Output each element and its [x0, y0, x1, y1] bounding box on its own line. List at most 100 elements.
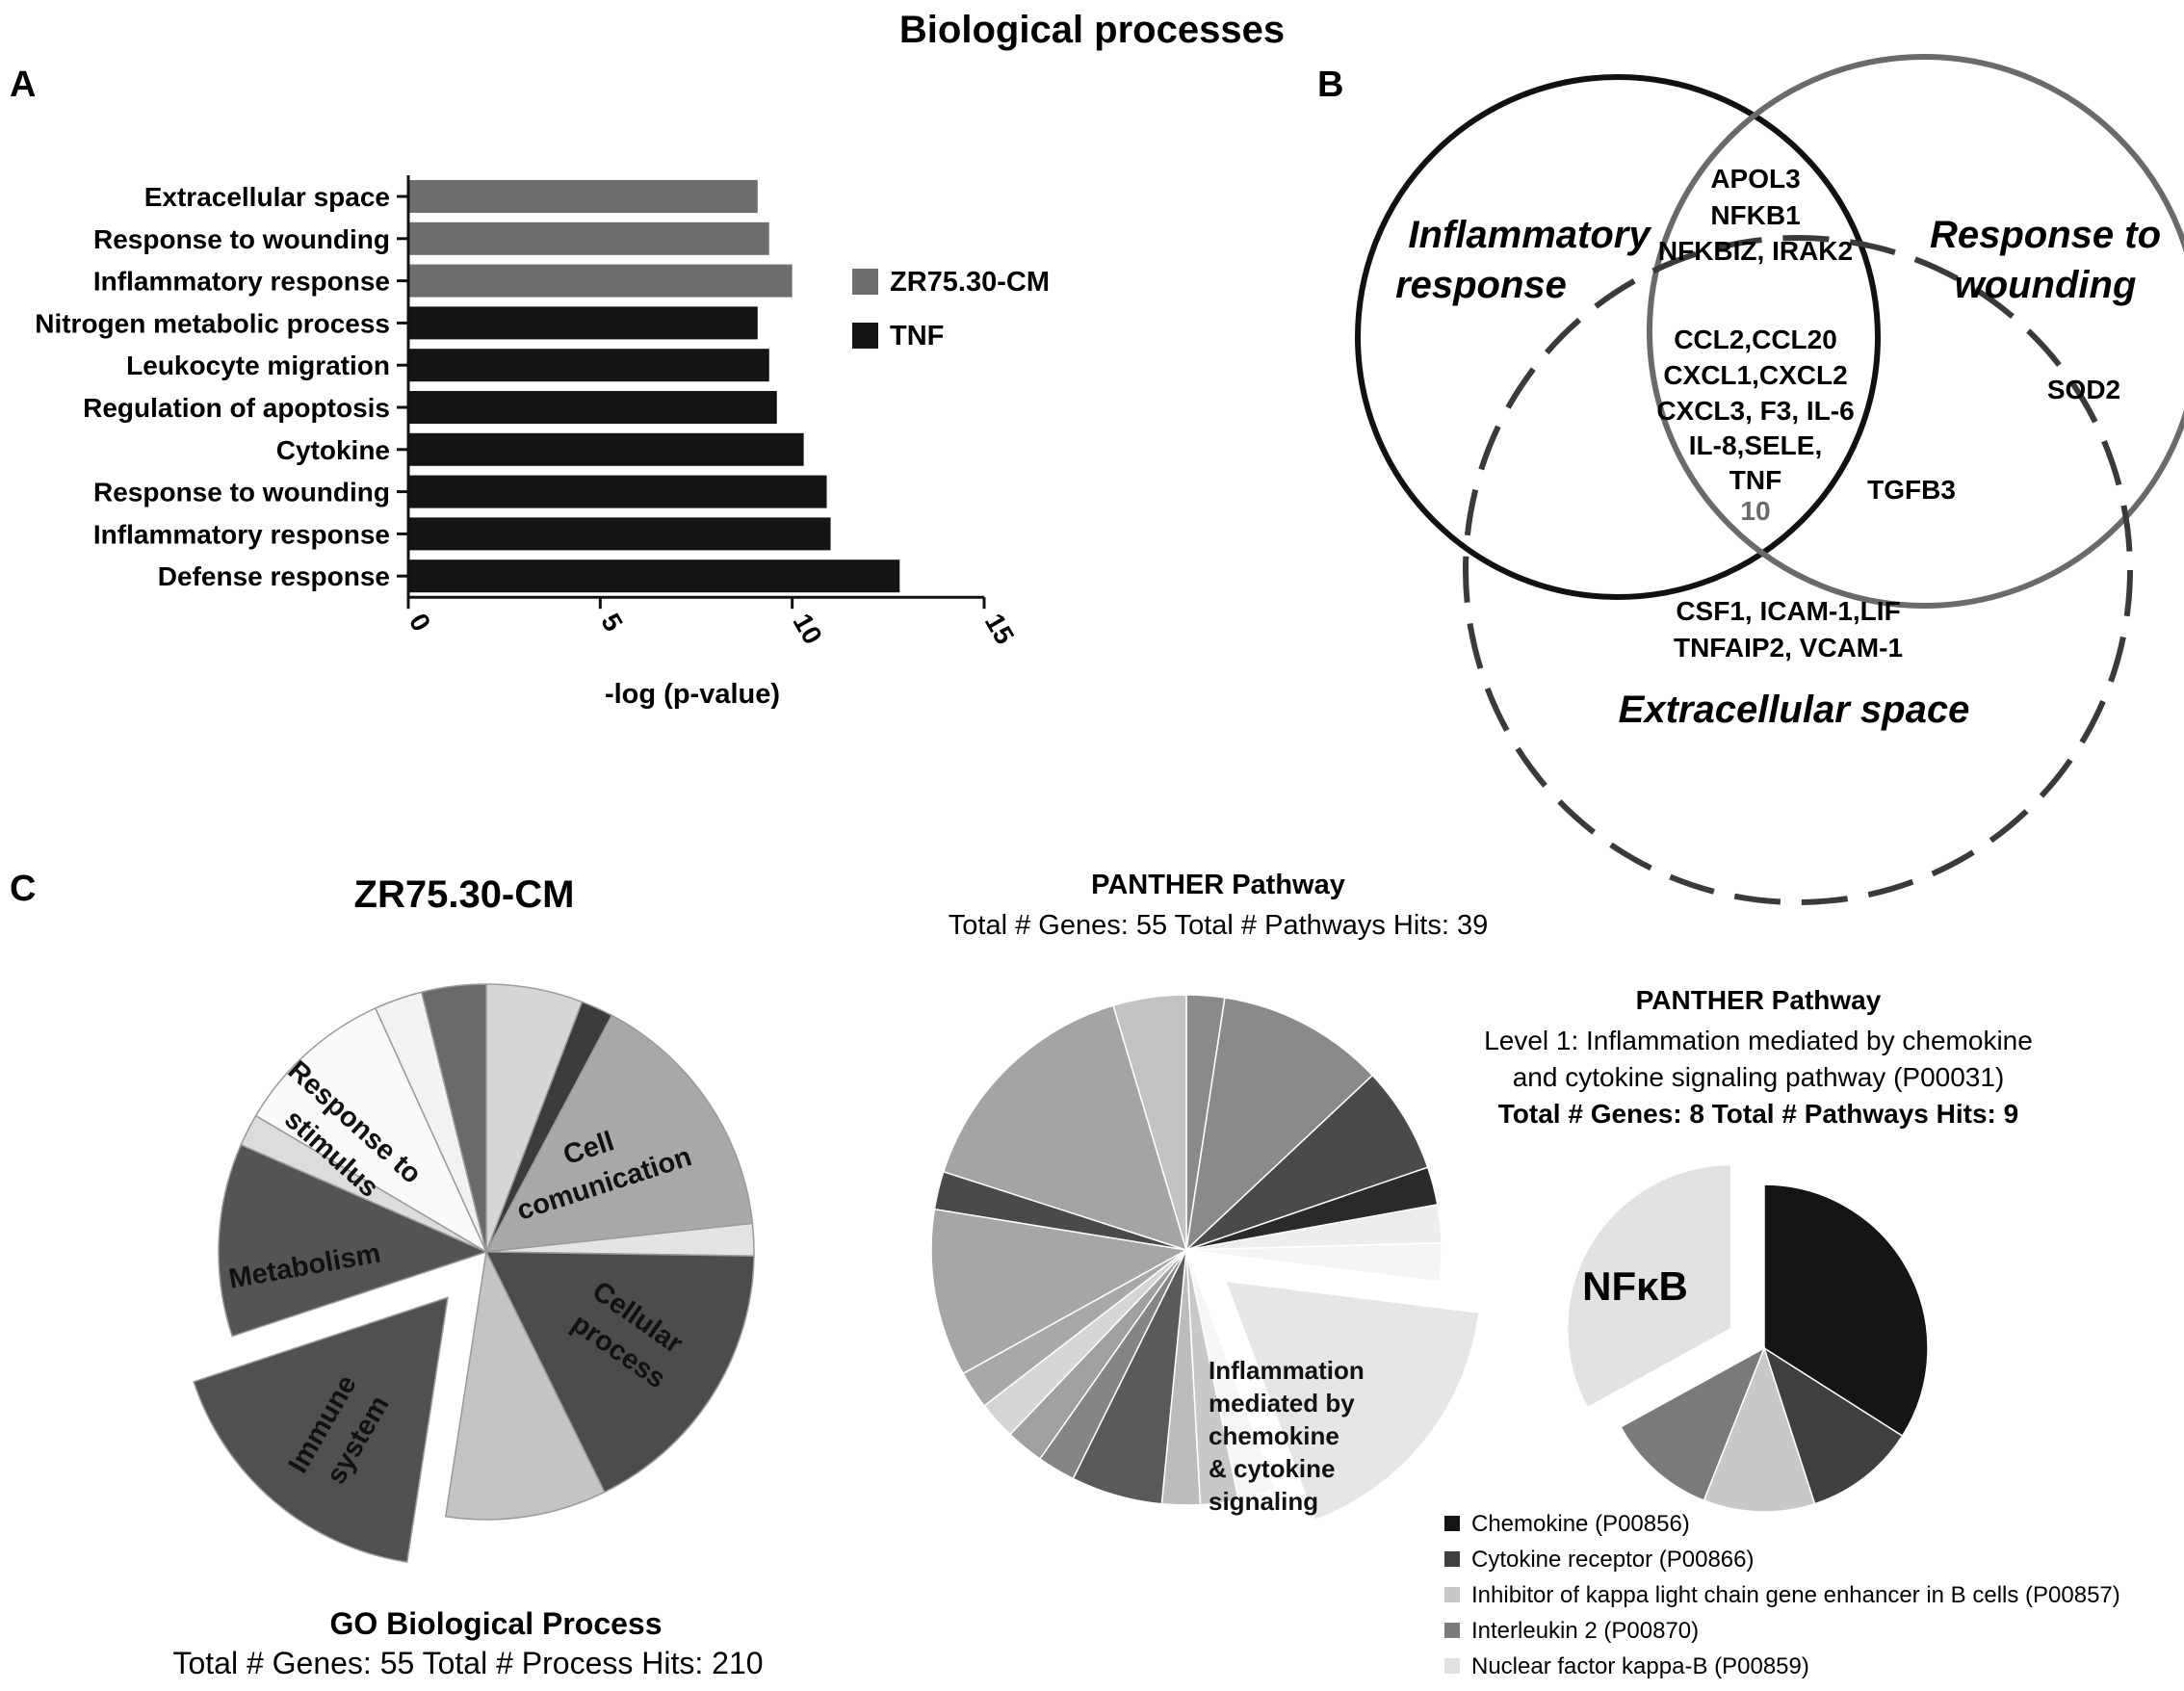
venn-label-wounding: Response to — [1930, 214, 2161, 256]
pie1-caption-sub: Total # Genes: 55 Total # Process Hits: … — [172, 1646, 763, 1680]
pie-slice — [484, 1014, 754, 1253]
x-tick-label: 5 — [595, 609, 629, 637]
gene-cxcl3-f3-il6: CXCL3, F3, IL-6 — [1656, 396, 1854, 426]
legend-swatch-zr75 — [852, 269, 878, 295]
pie3-subtitle-2: and cytokine signaling pathway (P00031) — [1513, 1062, 2005, 1092]
pie3-center-label: NFκB — [1582, 1263, 1688, 1309]
bar — [408, 559, 900, 593]
bar-category-label: Extracellular space — [144, 182, 390, 212]
legend-label: Inhibitor of kappa light chain gene enha… — [1471, 1582, 2120, 1608]
pie-slice — [1185, 1074, 1429, 1251]
legend-swatch — [1444, 1516, 1460, 1531]
legend-label: Chemokine (P00856) — [1471, 1511, 1690, 1537]
x-tick-label: 0 — [403, 609, 437, 637]
pie2-label-line3: chemokine — [1209, 1421, 1339, 1450]
pie-slice — [1112, 994, 1187, 1251]
pie1-caption-title: GO Biological Process — [330, 1606, 663, 1641]
x-tick-label: 15 — [979, 609, 1020, 649]
legend-swatch — [1444, 1658, 1460, 1674]
legend-swatch — [1444, 1587, 1460, 1602]
pie2-label-line1: Inflammation — [1209, 1356, 1365, 1385]
bar-category-label: Leukocyte migration — [126, 351, 390, 380]
legend-label: Cytokine receptor (P00866) — [1471, 1547, 1754, 1573]
bar-category-label: Defense response — [158, 561, 390, 591]
panel-letter-c: C — [10, 869, 36, 909]
pie3-title: PANTHER Pathway — [1636, 985, 1882, 1015]
bar-category-label: Response to wounding — [93, 478, 390, 507]
gene-nfkb1: NFKB1 — [1710, 200, 1800, 230]
bar-category-label: Cytokine — [276, 435, 390, 465]
pie-slice — [1703, 1345, 1816, 1513]
gene-tnfaip2-vcam1: TNFAIP2, VCAM-1 — [1674, 633, 1903, 663]
pie-slice — [1566, 1163, 1732, 1409]
gene-sod2: SOD2 — [2047, 375, 2120, 404]
gene-cxcl1-cxcl2: CXCL1,CXCL2 — [1663, 360, 1847, 390]
legend-swatch — [1444, 1623, 1460, 1638]
legend-swatch-tnf — [852, 323, 878, 349]
venn-label-inflammatory: Inflammatory — [1408, 214, 1651, 256]
bar-category-label: Inflammatory response — [93, 519, 390, 549]
pie3-legend: Chemokine (P00856) Cytokine receptor (P00… — [1444, 1511, 2120, 1679]
pie-slice — [1184, 997, 1374, 1253]
pie-slice — [1762, 1346, 1904, 1505]
venn-circle-extracellular — [1463, 235, 2133, 905]
pie-level1 — [1566, 1163, 1929, 1513]
panel-letter-b: B — [1317, 65, 1343, 105]
pie2-label-line2: mediated by — [1209, 1389, 1355, 1418]
pie-slice — [444, 1249, 606, 1521]
venn-genes: APOL3 NFKB1 NFKBIZ, IRAK2 CCL2,CCL20 CXC… — [1656, 164, 2120, 663]
pie-slice — [1763, 1184, 1929, 1438]
bar-category-label: Response to wounding — [93, 224, 390, 254]
bar — [408, 432, 804, 466]
pie2-title: PANTHER Pathway — [1091, 870, 1345, 900]
pie3-subtitle-1: Level 1: Inflammation mediated by chemok… — [1484, 1026, 2033, 1055]
venn-label-extracellular: Extracellular space — [1619, 689, 1970, 731]
venn-label-inflammatory-2: response — [1395, 264, 1567, 306]
figure-title: Biological processes — [899, 9, 1285, 51]
pie-panther-pathway — [930, 994, 1480, 1522]
bar — [408, 264, 793, 298]
bar-category-label: Regulation of apoptosis — [83, 393, 390, 423]
pie-slice — [1224, 1280, 1480, 1522]
x-axis-label: -log (p-value) — [605, 679, 780, 710]
pie2-subtitle: Total # Genes: 55 Total # Pathways Hits:… — [949, 910, 1488, 941]
legend-label: Nuclear factor kappa-B (P00859) — [1471, 1653, 1809, 1679]
gene-il8-sele: IL-8,SELE, — [1689, 430, 1822, 460]
bar — [408, 517, 831, 551]
gene-tgfb3: TGFB3 — [1867, 475, 1956, 505]
bar — [408, 349, 769, 382]
pie-slice — [193, 1296, 449, 1563]
pie2-label-inflammation: Inflammation mediated by chemokine & cyt… — [1209, 1356, 1371, 1516]
venn-diagram: Inflammatory response Response to woundi… — [1355, 54, 2184, 905]
pie2-label-line5: signaling — [1209, 1487, 1318, 1516]
bar-legend: ZR75.30-CM TNF — [852, 267, 1050, 351]
gene-csf1-icam1-lif: CSF1, ICAM-1,LIF — [1676, 596, 1900, 626]
legend-label: Interleukin 2 (P00870) — [1471, 1618, 1699, 1644]
bar — [408, 180, 758, 213]
venn-circle-wounding — [1647, 54, 2184, 609]
x-tick-label: 10 — [787, 609, 827, 649]
venn-label-wounding-2: wounding — [1955, 264, 2137, 306]
pie3-subtitle-3: Total # Genes: 8 Total # Pathways Hits: … — [1498, 1099, 2018, 1129]
pie-slice — [254, 1006, 488, 1254]
legend-label-tnf: TNF — [890, 321, 944, 351]
gene-tnf: TNF — [1729, 465, 1781, 495]
pie-slice — [218, 1143, 489, 1338]
pie-slice — [1185, 1242, 1443, 1283]
pie-go-biological-process — [193, 983, 755, 1563]
gene-ccl2-ccl20: CCL2,CCL20 — [1674, 325, 1837, 354]
legend-label-zr75: ZR75.30-CM — [890, 267, 1050, 298]
bar — [408, 221, 769, 255]
pie1-title: ZR75.30-CM — [354, 873, 575, 916]
legend-swatch — [1444, 1551, 1460, 1567]
venn-center-count: 10 — [1740, 496, 1770, 526]
panel-letter-a: A — [10, 65, 36, 105]
pie-slice — [420, 983, 487, 1253]
bar-category-label: Inflammatory response — [93, 267, 390, 297]
bar — [408, 391, 777, 424]
pie2-label-line4: & cytokine — [1209, 1454, 1336, 1483]
pie-slice — [942, 1004, 1188, 1252]
